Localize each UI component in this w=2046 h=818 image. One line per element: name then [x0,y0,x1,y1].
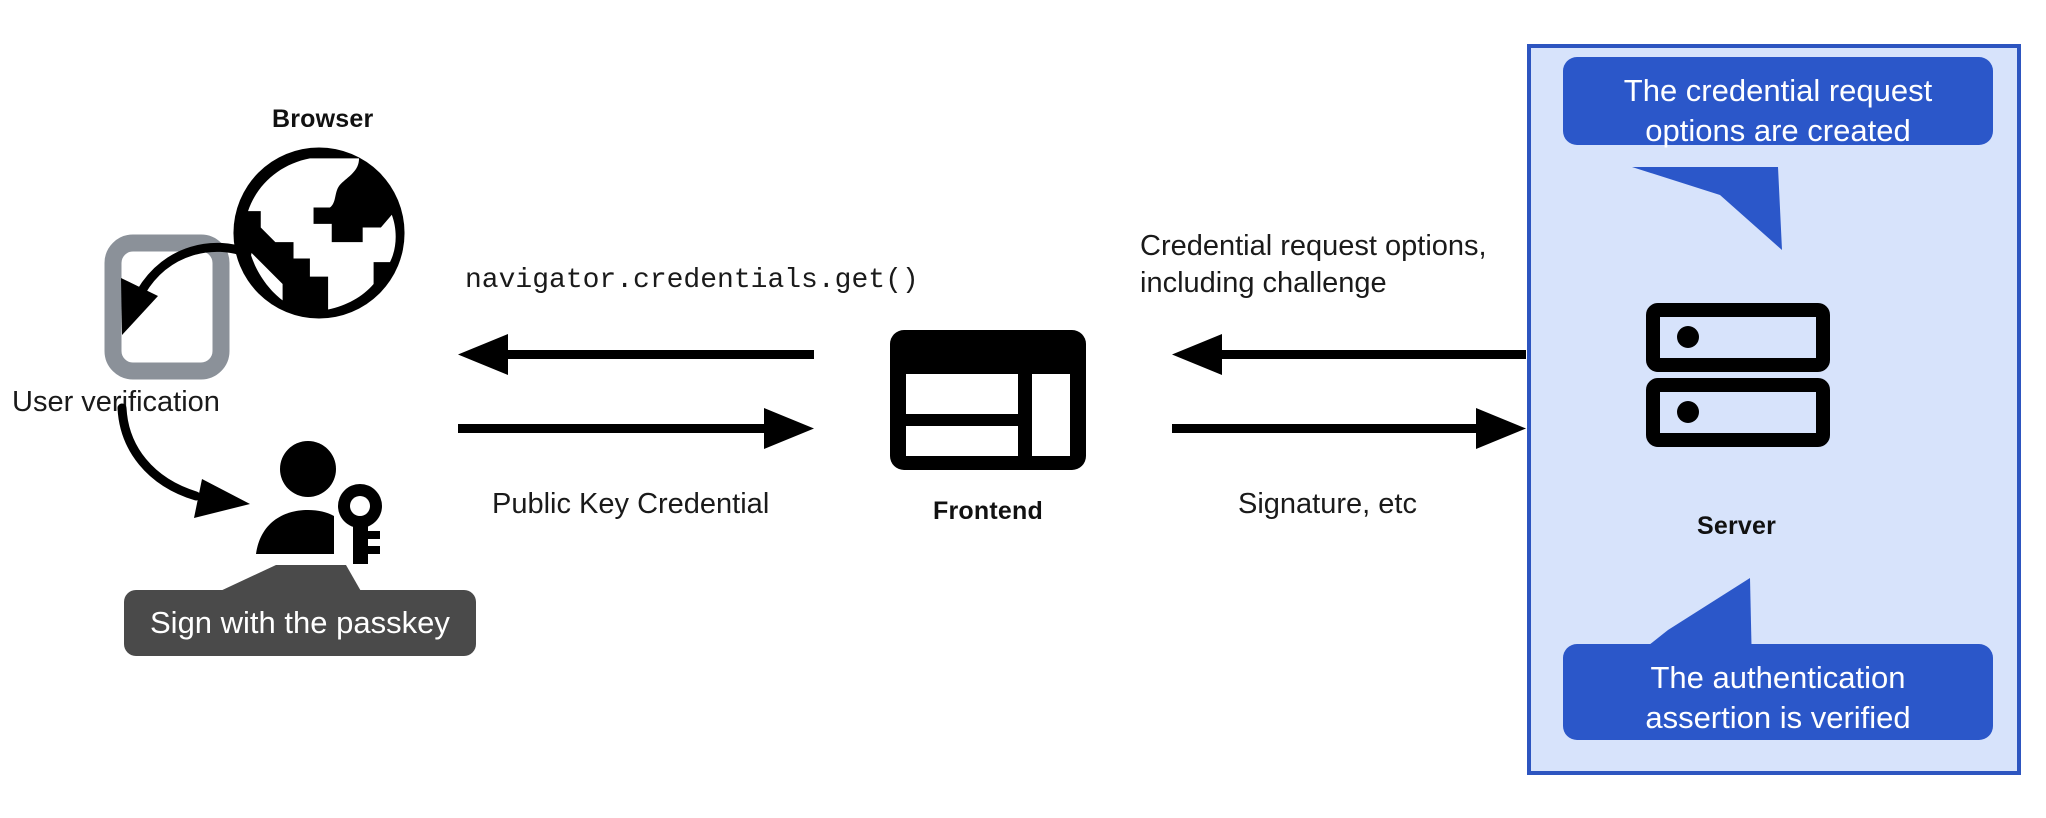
curved-arrow-phone-to-user [110,400,290,540]
navigator-credentials-get-label: navigator.credentials.get() [465,265,919,296]
credential-request-options-line2: including challenge [1140,267,1387,300]
browser-label: Browser [272,105,374,133]
arrow-left-server-to-frontend [1172,334,1526,376]
public-key-credential-label: Public Key Credential [492,488,770,520]
server-callout-top: The credential request options are creat… [1563,57,1993,148]
signature-etc-label: Signature, etc [1238,488,1417,520]
passkey-callout-pointer [124,565,424,593]
server-callout-top-line1: The credential request [1623,73,1933,108]
user-verification-label: User verification [12,386,220,418]
curved-arrow-browser-to-phone [95,200,255,360]
arrow-right-frontend-to-server [1172,408,1526,450]
person-with-key-icon [256,436,396,566]
arrow-left-frontend-to-browser [458,334,814,376]
server-label: Server [1697,512,1777,540]
credential-request-options-label: Credential request options, including ch… [1140,228,1487,302]
globe-icon [228,142,410,324]
server-rack-icon [1646,303,1830,447]
server-callout-bottom-line1: The authentication [1650,660,1906,695]
server-callout-bottom-line2: assertion is verified [1645,700,1911,736]
credential-request-options-line1: Credential request options, [1140,230,1487,262]
web-layout-icon [890,330,1086,470]
server-callout-bottom: The authentication assertion is verified [1563,644,1993,740]
passkey-callout: Sign with the passkey [124,590,476,657]
smartphone-icon [104,234,230,380]
server-callout-top-line2: options are created [1645,113,1911,149]
frontend-label: Frontend [933,497,1043,525]
arrow-right-browser-to-frontend [458,408,814,450]
server-callout-top-pointer [1560,85,2000,285]
